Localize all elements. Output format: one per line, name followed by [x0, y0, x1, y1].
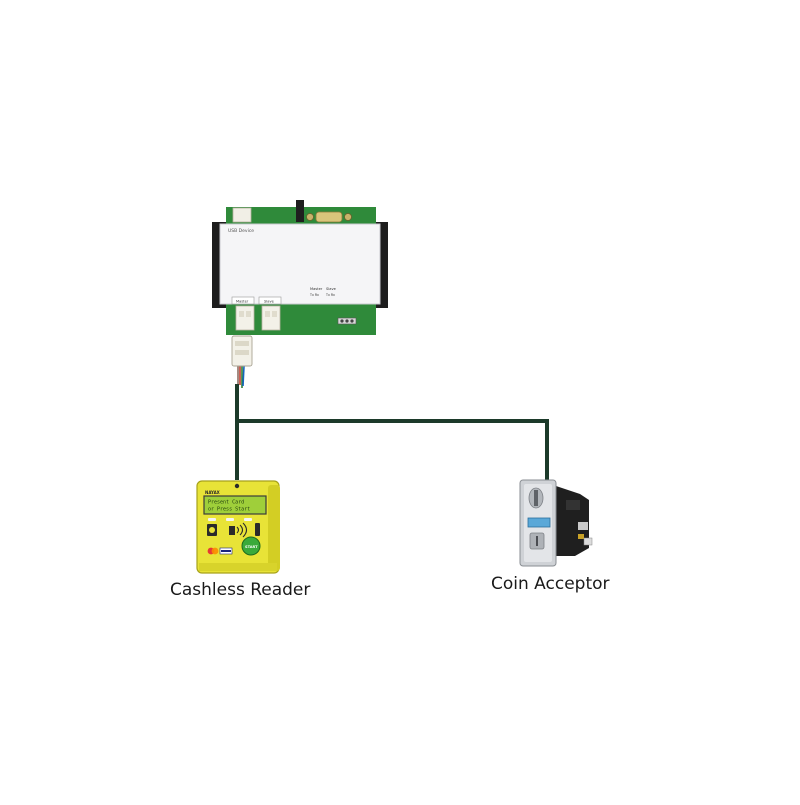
reader-brand: NAYAX	[205, 490, 220, 495]
usb-connector	[232, 207, 252, 223]
serial-connector	[315, 211, 343, 223]
port-left-label: Master	[236, 300, 249, 304]
coin-display	[527, 517, 551, 528]
visa-logo-icon	[219, 547, 233, 555]
card-insert-icon	[207, 524, 217, 536]
cable-network	[235, 365, 549, 484]
group-b-label: Slave	[326, 287, 337, 291]
slave-port	[261, 305, 281, 331]
mastercard-logo-icon	[207, 547, 219, 555]
switch-post	[296, 200, 304, 222]
cable-plug	[231, 335, 253, 367]
cable-to-coin-acceptor	[237, 419, 549, 484]
cashless-reader-device: NAYAX Present Card or Press Start START	[196, 480, 280, 574]
contactless-icon	[229, 522, 248, 538]
coin-acceptor-label: Coin Acceptor	[491, 574, 610, 594]
controller-device: USB Device Master Slave Tx Rx Tx Rx Mast…	[212, 200, 388, 335]
cashless-reader-label: Cashless Reader	[170, 580, 311, 600]
port-right-label: Slave	[264, 300, 275, 304]
wire-blue	[242, 365, 245, 387]
reader-display-line2: or Press Start	[208, 507, 250, 513]
group-a-pins: Tx Rx	[309, 293, 319, 297]
reader-display	[203, 495, 267, 515]
port-right-tag	[258, 296, 282, 305]
start-button-label: START	[245, 545, 258, 549]
phone-icon	[255, 523, 260, 536]
controller-label-face	[219, 223, 381, 305]
group-b-pins: Tx Rx	[325, 293, 335, 297]
reader-display-line1: Present Card	[208, 500, 244, 506]
coin-acceptor-device	[519, 479, 593, 567]
port-left-tag	[231, 296, 255, 305]
group-a-label: Master	[310, 287, 323, 291]
controller-top-label: USB Device	[228, 228, 254, 234]
master-port	[235, 305, 255, 331]
screw-left	[306, 213, 314, 221]
side-connector	[583, 537, 593, 546]
screw-right	[344, 213, 352, 221]
mechanism-body	[556, 486, 589, 556]
start-button	[241, 536, 261, 556]
